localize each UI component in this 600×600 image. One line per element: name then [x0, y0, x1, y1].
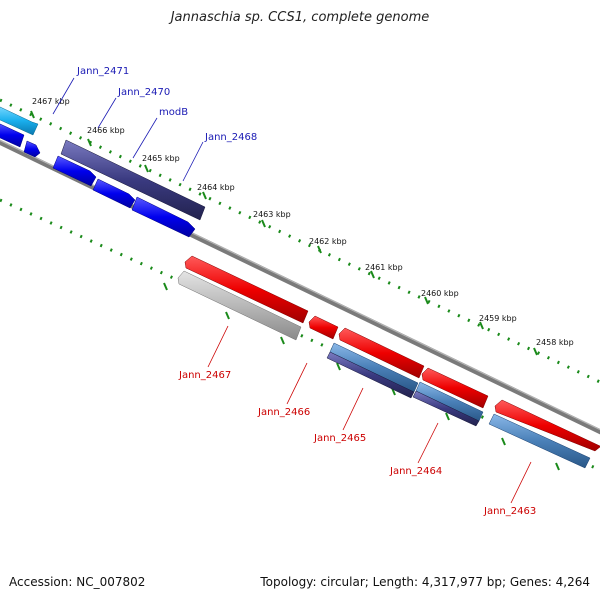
gene-label: Jann_2468 — [204, 132, 257, 143]
major-tick — [225, 311, 230, 320]
major-tick — [533, 347, 538, 356]
gene-arrow-blue[interactable] — [92, 178, 136, 209]
gene-arrow-red[interactable] — [421, 367, 489, 409]
gene-arrow-cyan[interactable] — [0, 106, 39, 136]
tick-label: 2465 kbp — [142, 154, 180, 163]
reverse-labels: Jann_2467 Jann_2466 Jann_2465 Jann_2464 … — [178, 325, 536, 517]
gene-arrow-blue[interactable] — [131, 196, 196, 238]
tick-label: 2464 kbp — [197, 183, 235, 192]
forward-labels: Jann_2471 Jann_2470 modB Jann_2468 — [52, 66, 257, 182]
label-leader — [207, 325, 229, 368]
label-leader — [182, 141, 204, 182]
major-tick — [555, 462, 560, 471]
forward-strand — [0, 106, 206, 238]
gene-arrow-blue[interactable] — [0, 123, 25, 148]
major-tick — [445, 412, 450, 421]
gene-label: Jann_2464 — [389, 466, 442, 477]
genome-summary-text: Topology: circular; Length: 4,317,977 bp… — [260, 575, 590, 589]
gene-arrow-red[interactable] — [494, 399, 600, 452]
tick-label: 2463 kbp — [253, 210, 291, 219]
accession-text: Accession: NC_007802 — [9, 575, 146, 589]
reverse-strand — [177, 255, 600, 469]
label-leader — [97, 97, 117, 129]
tick-row-outer — [0, 98, 600, 384]
major-tick — [163, 282, 168, 291]
gene-arrow-steel[interactable] — [488, 413, 591, 469]
major-tick — [501, 437, 506, 446]
gene-arrow-dark[interactable] — [412, 390, 480, 427]
label-leader — [132, 117, 158, 159]
gene-label: Jann_2463 — [483, 506, 536, 517]
label-leader — [342, 387, 364, 431]
tick-label: 2461 kbp — [365, 263, 403, 272]
gene-label: modB — [159, 107, 188, 118]
major-tick — [336, 362, 341, 371]
tick-label: 2458 kbp — [536, 338, 574, 347]
label-leader — [510, 461, 532, 504]
label-leader — [286, 362, 308, 405]
gene-arrow-dark[interactable] — [326, 351, 415, 399]
major-tick — [280, 336, 285, 345]
tick-label: 2467 kbp — [32, 97, 70, 106]
gene-arrow-gray[interactable] — [177, 270, 302, 341]
major-tick — [424, 296, 429, 305]
major-tick — [87, 138, 92, 147]
major-tick — [370, 270, 375, 279]
gene-arrow-dark[interactable] — [60, 139, 206, 221]
gene-label: Jann_2466 — [257, 407, 310, 418]
gene-label: Jann_2465 — [313, 433, 366, 444]
label-leader — [52, 77, 75, 115]
major-tick — [479, 321, 484, 330]
label-leader — [417, 422, 439, 464]
tick-label: 2462 kbp — [309, 237, 347, 246]
gene-arrow-blue[interactable] — [52, 155, 97, 187]
tick-label: 2466 kbp — [87, 126, 125, 135]
map-title: Jannaschia sp. CCS1, complete genome — [170, 10, 430, 25]
gene-arrow-blue[interactable] — [23, 140, 41, 158]
gene-label: Jann_2470 — [117, 87, 170, 98]
gene-label: Jann_2471 — [76, 66, 129, 77]
gene-arrow-red[interactable] — [308, 315, 339, 340]
major-ticks-outer — [30, 110, 538, 356]
tick-label: 2459 kbp — [479, 314, 517, 323]
major-tick — [202, 191, 207, 200]
major-tick — [144, 164, 149, 173]
major-tick — [261, 219, 266, 228]
gene-label: Jann_2467 — [178, 370, 231, 381]
major-ticks-inner — [163, 282, 560, 471]
major-tick — [30, 110, 35, 119]
gene-arrow-red[interactable] — [184, 255, 309, 324]
major-tick — [317, 245, 322, 254]
tick-label: 2460 kbp — [421, 289, 459, 298]
gene-arrow-red[interactable] — [338, 327, 425, 379]
